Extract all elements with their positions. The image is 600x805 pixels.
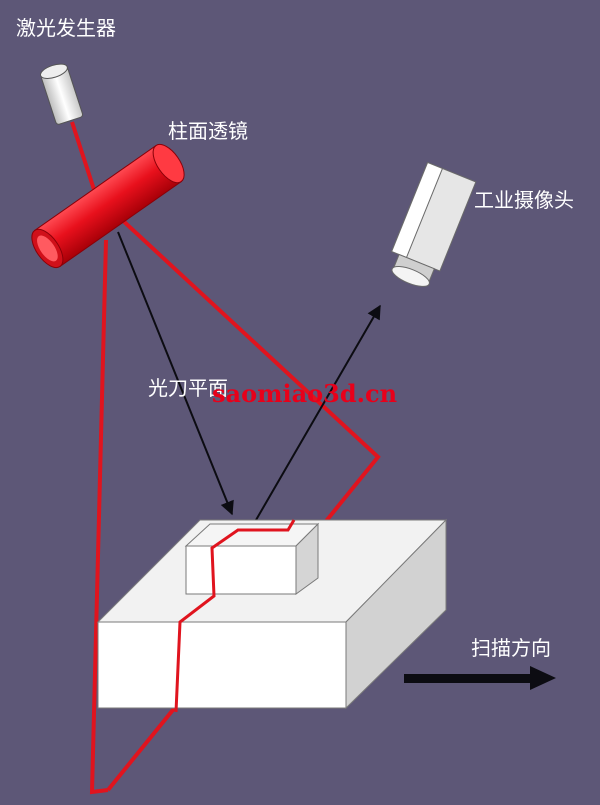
cylindrical-lens [31,143,185,269]
laser-generator-label: 激光发生器 [16,16,116,40]
light-plane-label: 光刀平面 [148,376,228,400]
industrial-camera-label: 工业摄像头 [474,188,574,212]
scan-direction-arrow [404,666,556,690]
watermark-text: saomiao3d.cn [212,379,398,408]
scan-direction-label: 扫描方向 [471,636,551,660]
small-block [184,522,320,595]
reflected-arrow [255,304,381,521]
light-plane-fan [89,239,109,795]
cylinder-icon [40,63,84,125]
camera-icon [391,161,477,287]
laser-stripe [174,519,296,713]
cylindrical-lens-label: 柱面透镜 [168,119,248,143]
incident-arrow [117,231,234,516]
